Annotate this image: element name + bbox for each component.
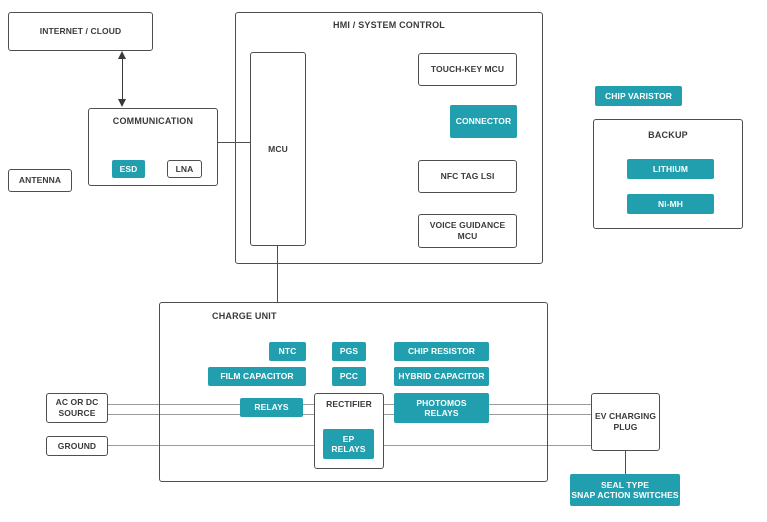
- charge-unit-title: CHARGE UNIT: [212, 311, 277, 321]
- esd-label: ESD: [119, 163, 138, 174]
- ground-box: GROUND: [46, 436, 108, 456]
- ev-plug-line2: PLUG: [613, 422, 638, 432]
- internet-cloud-box: INTERNET / CLOUD: [8, 12, 153, 51]
- pgs-label: PGS: [339, 346, 359, 357]
- ev-plug-line1: EV CHARGING: [594, 411, 657, 422]
- ep-relays-line2: RELAYS: [331, 444, 366, 454]
- ntc-chip[interactable]: NTC: [269, 342, 306, 361]
- voice-guidance-line2: MCU: [457, 231, 478, 241]
- photomos-relays-line1: PHOTOMOS: [416, 397, 467, 408]
- relays-label: RELAYS: [254, 402, 289, 413]
- lna-label: LNA: [175, 163, 194, 174]
- nfc-tag-lsi-label: NFC TAG LSI: [440, 171, 495, 182]
- ep-relays-chip[interactable]: EP RELAYS: [323, 429, 374, 459]
- mcu-box: MCU: [250, 52, 306, 246]
- connector-chip[interactable]: CONNECTOR: [450, 105, 517, 138]
- arrow-shaft: [121, 56, 123, 102]
- hybrid-capacitor-chip[interactable]: HYBRID CAPACITOR: [394, 367, 489, 386]
- charge-unit-box: CHARGE UNIT: [159, 302, 548, 482]
- mcu-to-chargeunit-line: [277, 246, 279, 303]
- pgs-chip[interactable]: PGS: [332, 342, 366, 361]
- relays-chip[interactable]: RELAYS: [240, 398, 303, 417]
- voice-guidance-mcu-box: VOICE GUIDANCE MCU: [418, 214, 517, 248]
- plug-to-seal-line: [625, 451, 627, 474]
- backup-title: BACKUP: [648, 130, 688, 140]
- pcc-label: PCC: [339, 371, 359, 382]
- hybrid-capacitor-label: HYBRID CAPACITOR: [398, 371, 485, 382]
- nimh-chip[interactable]: Ni-MH: [627, 194, 714, 214]
- ac-dc-source-line1: AC OR DC: [55, 397, 99, 408]
- pcc-chip[interactable]: PCC: [332, 367, 366, 386]
- ac-dc-source-line2: SOURCE: [58, 408, 96, 418]
- chip-resistor-label: CHIP RESISTOR: [407, 346, 476, 357]
- nimh-label: Ni-MH: [657, 198, 684, 209]
- nfc-tag-lsi-box: NFC TAG LSI: [418, 160, 517, 193]
- rectifier-label: RECTIFIER: [326, 399, 372, 409]
- ev-charging-plug-box: EV CHARGING PLUG: [591, 393, 660, 451]
- ntc-label: NTC: [278, 346, 297, 357]
- chip-varistor-label: CHIP VARISTOR: [605, 90, 672, 101]
- backup-box: BACKUP: [593, 119, 743, 229]
- touch-key-mcu-label: TOUCH-KEY MCU: [430, 64, 505, 75]
- seal-snap-switches-chip[interactable]: SEAL TYPE SNAP ACTION SWITCHES: [570, 474, 680, 506]
- arrow-down-icon: [117, 99, 126, 107]
- film-capacitor-label: FILM CAPACITOR: [220, 371, 294, 382]
- antenna-label: ANTENNA: [18, 175, 62, 186]
- comm-to-mcu-line: [218, 142, 250, 144]
- touch-key-mcu-box: TOUCH-KEY MCU: [418, 53, 517, 86]
- mcu-label: MCU: [268, 143, 288, 154]
- ac-dc-source-box: AC OR DC SOURCE: [46, 393, 108, 423]
- seal-switches-line1: SEAL TYPE: [601, 479, 649, 490]
- lithium-label: LITHIUM: [652, 163, 689, 174]
- internet-cloud-label: INTERNET / CLOUD: [39, 26, 122, 37]
- communication-box: COMMUNICATION: [88, 108, 218, 186]
- connector-label: CONNECTOR: [455, 116, 512, 127]
- communication-title: COMMUNICATION: [112, 116, 194, 126]
- photomos-relays-line2: RELAYS: [424, 408, 459, 418]
- esd-chip[interactable]: ESD: [112, 160, 145, 178]
- antenna-box: ANTENNA: [8, 169, 72, 192]
- voice-guidance-line1: VOICE GUIDANCE: [429, 220, 506, 231]
- ep-relays-line1: EP: [342, 433, 355, 444]
- arrow-up-icon: [117, 51, 126, 59]
- lna-box: LNA: [167, 160, 202, 178]
- hmi-system-control-box: HMI / SYSTEM CONTROL: [235, 12, 543, 264]
- chip-varistor-chip[interactable]: CHIP VARISTOR: [595, 86, 682, 106]
- ground-label: GROUND: [57, 440, 97, 451]
- seal-switches-line2: SNAP ACTION SWITCHES: [571, 490, 679, 500]
- chip-resistor-chip[interactable]: CHIP RESISTOR: [394, 342, 489, 361]
- lithium-chip[interactable]: LITHIUM: [627, 159, 714, 179]
- photomos-relays-chip[interactable]: PHOTOMOS RELAYS: [394, 393, 489, 423]
- film-capacitor-chip[interactable]: FILM CAPACITOR: [208, 367, 306, 386]
- hmi-title: HMI / SYSTEM CONTROL: [333, 20, 445, 30]
